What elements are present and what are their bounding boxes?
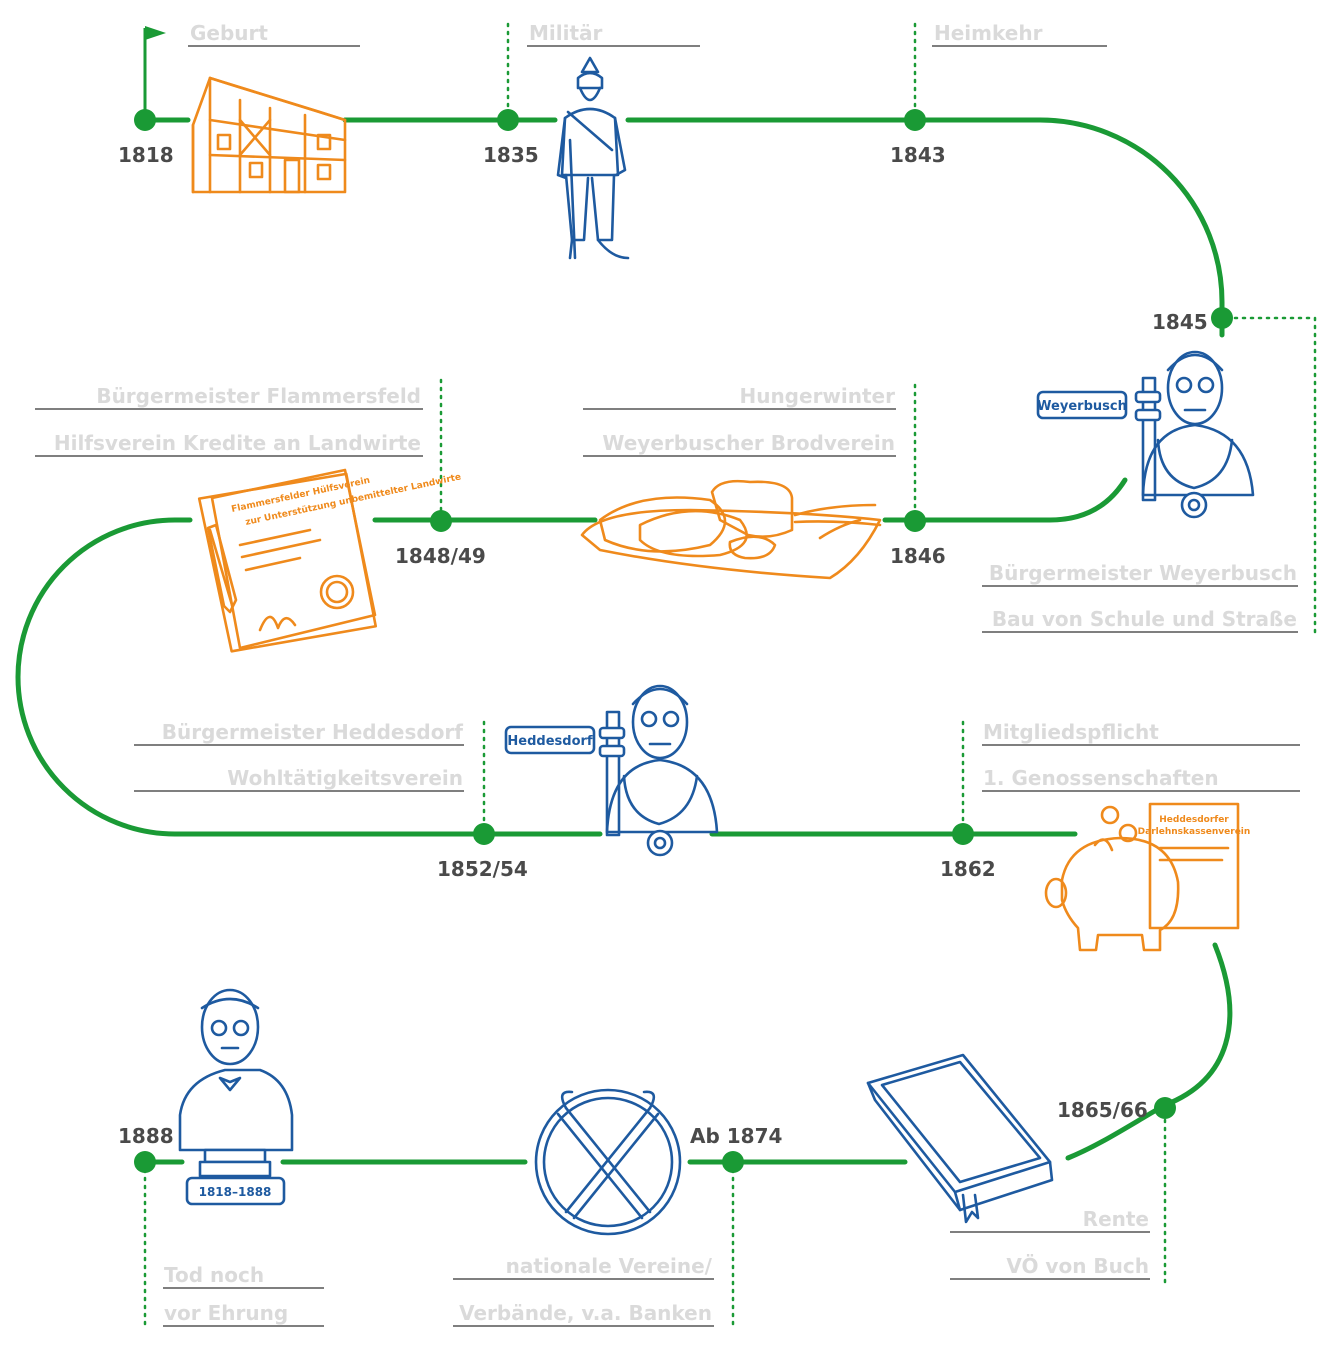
label-military: Militär (529, 21, 603, 45)
milestone-dots (134, 109, 1233, 1173)
label-mayor-flammersfeld: Bürgermeister Flammersfeld (96, 384, 421, 408)
label-underlines (35, 45, 1300, 1327)
timeline-track (15, 117, 1233, 1165)
memorial-bust-icon: 1818–1888 (178, 988, 294, 1206)
label-wohltaetigkeitsverein: Wohltätigkeitsverein (227, 766, 463, 790)
bread-icon (580, 479, 882, 580)
year-1874: Ab 1874 (690, 1124, 782, 1148)
milestone-dot-1843 (904, 109, 926, 131)
year-1888: 1888 (118, 1124, 174, 1148)
milestone-dot-1852 (473, 823, 495, 845)
mayor-bust-icon: Heddesdorf (504, 684, 719, 857)
label-school-road: Bau von Schule und Straße (992, 607, 1297, 631)
label-buch: VÖ von Buch (1006, 1254, 1149, 1278)
soldier-icon (556, 56, 630, 260)
year-1862: 1862 (940, 857, 996, 881)
label-nationale-vereine: nationale Vereine/ (506, 1254, 713, 1278)
label-hilfsverein: Hilfsverein Kredite an Landwirte (54, 431, 421, 455)
milestone-dot-1845 (1211, 307, 1233, 329)
year-1852: 1852/54 (437, 857, 528, 881)
year-1846: 1846 (890, 544, 946, 568)
milestone-dot-1865 (1154, 1097, 1176, 1119)
label-rente: Rente (1083, 1207, 1149, 1231)
sign-heddesdorf: Heddesdorf (507, 734, 593, 749)
milestone-dot-1874 (722, 1151, 744, 1173)
year-1865: 1865/66 (1057, 1098, 1148, 1122)
plaque-dates: 1818–1888 (199, 1185, 272, 1199)
label-brodverein: Weyerbuscher Brodverein (602, 431, 895, 455)
start-flag-icon (143, 26, 166, 112)
half-timbered-house-icon (191, 76, 347, 194)
event-labels: Geburt Militär Heimkehr Bürgermeister We… (54, 21, 1297, 1325)
sign-weyerbusch: Weyerbusch (1037, 399, 1127, 414)
label-mayor-heddesdorf: Bürgermeister Heddesdorf (162, 720, 464, 744)
year-1848: 1848/49 (395, 544, 486, 568)
year-1843: 1843 (890, 143, 946, 167)
year-1845: 1845 (1152, 310, 1208, 334)
label-birth: Geburt (190, 21, 268, 45)
label-homecoming: Heimkehr (934, 21, 1043, 45)
label-mayor-weyerbusch: Bürgermeister Weyerbusch (989, 561, 1297, 585)
label-tod: Tod noch (164, 1263, 264, 1287)
label-mitgliedspflicht: Mitgliedspflicht (983, 720, 1159, 744)
label-verbaende: Verbände, v.a. Banken (459, 1301, 712, 1325)
mayor-bust-icon: Weyerbusch (1036, 350, 1255, 519)
doc-title-heddesdorfer: Heddesdorfer (1159, 815, 1229, 825)
label-ehrung: vor Ehrung (164, 1301, 288, 1325)
crossed-gable-logo-icon (534, 1088, 682, 1236)
milestone-dot-1848 (430, 510, 452, 532)
piggy-bank-icon: Heddesdorfer Darlehnskassenverein (1044, 802, 1251, 952)
milestone-dot-1846 (904, 510, 926, 532)
year-labels: 1818 1835 1843 1845 1846 1848/49 1852/54… (118, 143, 1208, 1148)
label-hunger-winter: Hungerwinter (739, 384, 895, 408)
milestone-dot-1888 (134, 1151, 156, 1173)
milestone-dot-1835 (497, 109, 519, 131)
book-icon (866, 1053, 1054, 1224)
leader-lines (143, 22, 1317, 1332)
year-1835: 1835 (483, 143, 539, 167)
doc-subtitle-darlehnskassenverein: Darlehnskassenverein (1138, 827, 1251, 837)
milestone-dot-1818 (134, 109, 156, 131)
year-1818: 1818 (118, 143, 174, 167)
label-genossenschaften: 1. Genossenschaften (983, 766, 1219, 790)
milestone-dot-1862 (952, 823, 974, 845)
